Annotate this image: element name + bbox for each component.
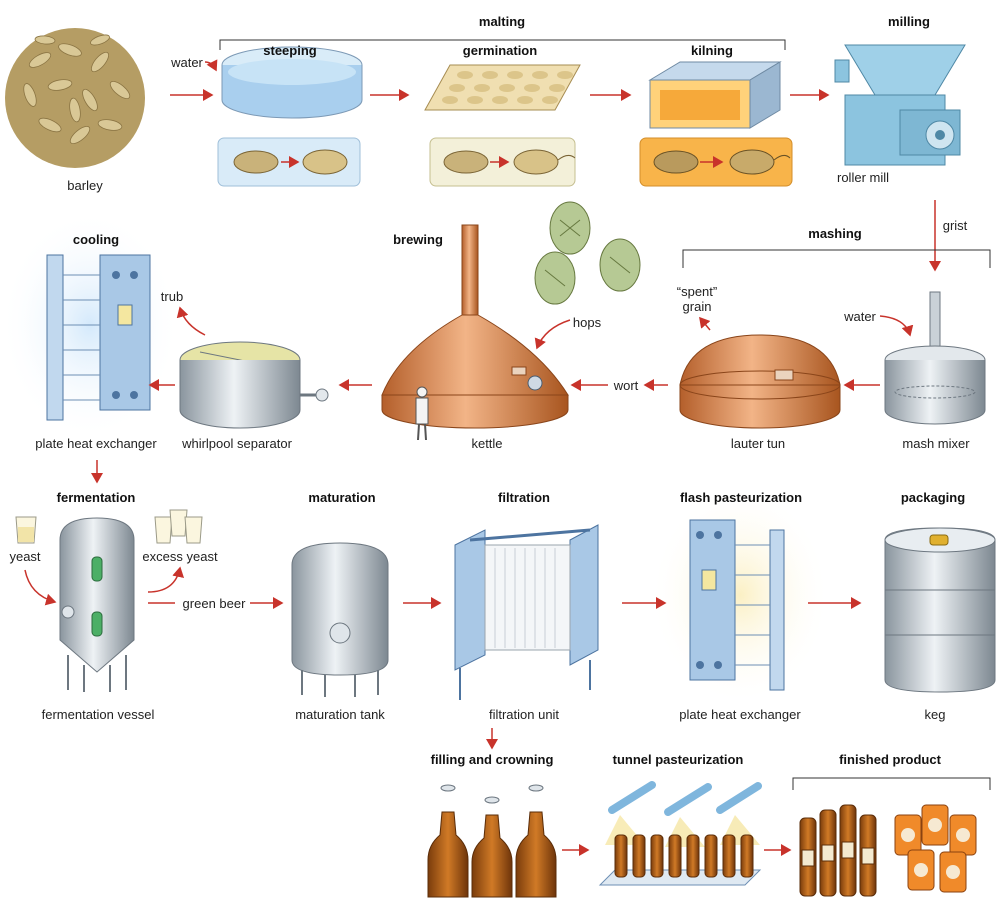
flash-pasteurization-glow — [650, 485, 830, 705]
filling-bottles-icon — [427, 784, 557, 898]
plate-heat-exchanger-flash-icon — [689, 519, 785, 691]
header-brewing: brewing — [393, 232, 443, 247]
label-fermentation-vessel: fermentation vessel — [41, 707, 155, 722]
worker-figure-icon — [415, 386, 429, 441]
label-filtration-unit: filtration unit — [488, 707, 560, 722]
label-plate-heat-exchanger-flash: plate heat exchanger — [679, 707, 801, 722]
label-spent-grain-1: “spent” — [676, 284, 718, 299]
kettle-icon — [381, 224, 569, 429]
header-flash-pasteurization: flash pasteurization — [679, 490, 803, 505]
header-filtration: filtration — [498, 490, 550, 505]
finished-cans-icon — [894, 804, 977, 893]
kilning-oven-icon — [648, 61, 782, 129]
header-tunnel-pasteurization: tunnel pasteurization — [612, 752, 744, 767]
kilning-grain-panel — [639, 137, 793, 187]
tunnel-pasteurization-icon — [598, 781, 762, 886]
header-milling: milling — [888, 14, 930, 29]
water-into-mash-arrow — [879, 315, 914, 337]
header-maturation: maturation — [308, 490, 376, 505]
label-keg: keg — [924, 707, 946, 722]
header-steeping: steeping — [263, 43, 317, 58]
excess-yeast-glasses-icon — [154, 509, 203, 544]
label-whirlpool-separator: whirlpool separator — [182, 436, 292, 451]
plate-heat-exchanger-cooling-icon — [46, 254, 151, 421]
mash-mixer-icon — [884, 291, 986, 425]
spent-grain-arrow — [699, 316, 711, 331]
label-excess-yeast: excess yeast — [142, 549, 218, 564]
hops-to-kettle-arrow — [534, 319, 571, 350]
label-wort: wort — [613, 378, 639, 393]
label-trub: trub — [160, 289, 184, 304]
hops-icon — [534, 201, 641, 305]
finished-bottles-icon — [799, 804, 877, 897]
label-water-mash: water — [844, 309, 876, 324]
roller-mill-icon — [834, 44, 966, 166]
barley-pile-icon — [5, 28, 145, 168]
header-fermentation: fermentation — [56, 490, 136, 505]
label-barley: barley — [67, 178, 103, 193]
excess-yeast-arrow — [147, 566, 185, 593]
label-kettle: kettle — [471, 436, 503, 451]
label-mash-mixer: mash mixer — [902, 436, 970, 451]
header-mashing: mashing — [808, 226, 862, 241]
label-roller-mill: roller mill — [837, 170, 889, 185]
label-spent-grain-2: grain — [682, 299, 712, 314]
filtration-unit-icon — [454, 524, 599, 700]
label-hops: hops — [572, 315, 602, 330]
whirlpool-separator-icon — [179, 341, 329, 429]
row3-arrows — [24, 566, 862, 856]
label-water-steeping: water — [171, 55, 203, 70]
header-finished-product: finished product — [839, 752, 941, 767]
header-germination: germination — [462, 43, 538, 58]
finished-product-bracket — [792, 777, 991, 790]
steeping-tub-icon — [221, 46, 363, 119]
germination-tray-icon — [424, 64, 581, 111]
yeast-glass-icon — [15, 516, 37, 544]
germination-grain-panel — [429, 137, 576, 187]
fermentation-vessel-icon — [59, 517, 135, 692]
trub-arrow — [176, 306, 206, 336]
label-grist: grist — [942, 218, 968, 233]
label-lauter-tun: lauter tun — [730, 436, 786, 451]
keg-icon — [884, 527, 996, 693]
row2-arrows — [91, 306, 914, 484]
row1-arrows — [170, 59, 941, 272]
mashing-bracket — [682, 249, 991, 268]
label-maturation-tank: maturation tank — [295, 707, 385, 722]
label-yeast: yeast — [9, 549, 41, 564]
label-green-beer: green beer — [182, 596, 246, 611]
yeast-into-fermentation-arrow — [24, 569, 57, 606]
header-cooling: cooling — [72, 232, 120, 247]
maturation-tank-icon — [291, 542, 389, 697]
steeping-grain-panel — [217, 137, 361, 187]
header-malting: malting — [478, 14, 526, 29]
water-into-steeping-arrow — [204, 59, 218, 72]
header-kilning: kilning — [691, 43, 733, 58]
malting-bracket — [219, 39, 786, 50]
header-packaging: packaging — [900, 490, 966, 505]
header-filling-and-crowning: filling and crowning — [430, 752, 554, 767]
lauter-tun-icon — [679, 334, 841, 429]
label-plate-heat-exchanger-cooling: plate heat exchanger — [35, 436, 157, 451]
